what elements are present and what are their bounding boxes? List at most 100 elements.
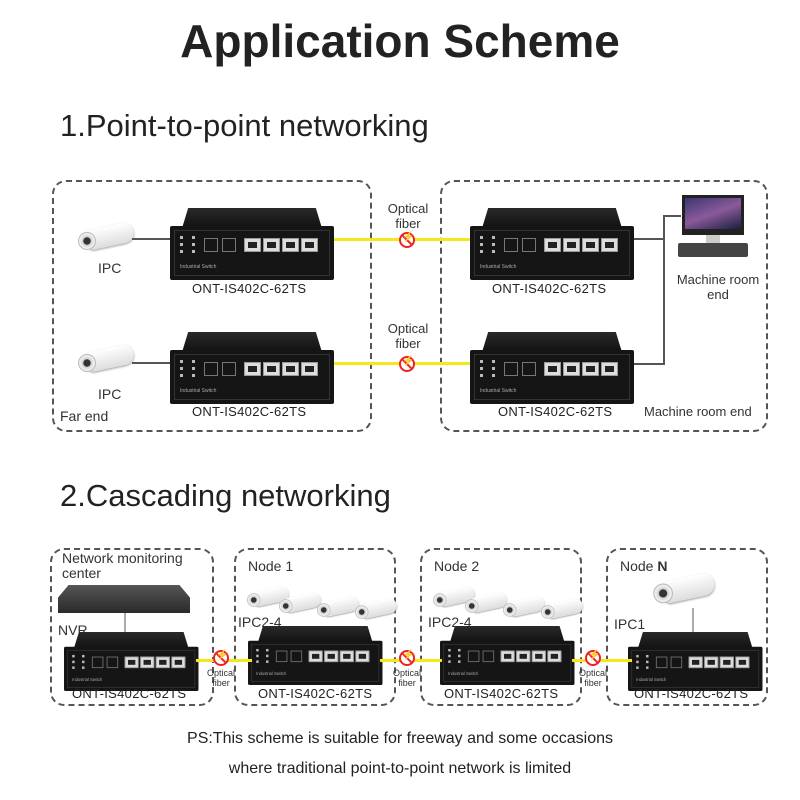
- status-led: [636, 666, 639, 669]
- ipc-camera-icon: [651, 571, 717, 606]
- rj45-port: [601, 238, 618, 252]
- no-fiber-break-icon: [585, 650, 601, 666]
- status-led: [192, 360, 195, 363]
- sfp-port: [504, 238, 518, 252]
- status-led: [448, 648, 451, 652]
- fiber-label-line1: Optical: [578, 668, 607, 678]
- nodeN-title: Node N: [620, 558, 667, 574]
- machine-room-label: Machine room end: [670, 272, 766, 302]
- section2-heading: 2.Cascading networking: [60, 478, 391, 513]
- machine-room-box: [440, 180, 768, 432]
- rj45-port: [282, 238, 299, 252]
- switch-face-text: Industrial Switch: [636, 677, 667, 683]
- status-led: [492, 374, 495, 377]
- status-led: [180, 250, 183, 253]
- status-led: [192, 367, 195, 370]
- ipc-camera-icon: [354, 597, 399, 621]
- switch-face-text: Industrial Switch: [480, 388, 517, 394]
- industrial-switch-nodeN: Industrial Switch: [628, 632, 763, 692]
- switch-top-panel: [257, 626, 373, 643]
- status-led: [180, 374, 183, 377]
- optical-fiber-line: [572, 659, 632, 662]
- status-led: [256, 660, 259, 663]
- monitoring-center-box: [50, 548, 214, 706]
- status-led: [192, 250, 195, 253]
- industrial-switch-center: Industrial Switch: [64, 632, 199, 692]
- fiber-label-line1: Optical: [387, 201, 429, 216]
- host-icon: [678, 243, 748, 257]
- switch-front-panel: Industrial Switch: [440, 640, 575, 686]
- switch-front-panel: Industrial Switch: [170, 350, 334, 404]
- sfp-port: [670, 656, 683, 669]
- status-led: [266, 660, 269, 663]
- switch-model-label: ONT-IS402C-62TS: [634, 686, 749, 701]
- switch-front-panel: Industrial Switch: [628, 646, 763, 692]
- rj45-port: [308, 650, 323, 663]
- ipc1-label: IPC1: [614, 616, 646, 632]
- page-title: Application Scheme: [180, 15, 620, 67]
- switch-top-panel: [449, 626, 565, 643]
- rj45-port: [324, 650, 339, 663]
- sfp-port: [204, 238, 218, 252]
- switch-face-text: Industrial Switch: [180, 264, 217, 270]
- rj45-port: [244, 238, 261, 252]
- rj45-port: [719, 656, 734, 669]
- sfp-port: [290, 650, 303, 663]
- ipc-camera-icon: [246, 585, 291, 609]
- ipc-camera-icon: [432, 585, 477, 609]
- sfp-port: [482, 650, 495, 663]
- no-fiber-break-icon: [399, 232, 415, 248]
- status-led: [82, 660, 85, 664]
- status-led: [72, 660, 75, 664]
- ethernet-cable: [634, 363, 665, 365]
- rj45-port: [688, 656, 703, 669]
- rj45-port: [704, 656, 719, 669]
- status-led: [480, 367, 483, 370]
- switch-top-panel: [182, 208, 322, 228]
- switch-face-text: Industrial Switch: [180, 388, 217, 394]
- switch-model-label: ONT-IS402C-62TS: [498, 404, 613, 419]
- rj45-port: [124, 656, 139, 669]
- ipc-camera-icon: [316, 595, 361, 619]
- fiber-label-line2: fiber: [398, 678, 416, 688]
- rj45-port: [547, 650, 562, 663]
- fiber-label-line2: fiber: [212, 678, 230, 688]
- switch-model-label: ONT-IS402C-62TS: [492, 281, 607, 296]
- status-led: [492, 367, 495, 370]
- switch-front-panel: Industrial Switch: [248, 640, 383, 686]
- status-led: [458, 654, 461, 658]
- switch-top-panel: [182, 332, 322, 352]
- fiber-label-line2: fiber: [395, 216, 421, 231]
- ipc-camera-icon: [76, 221, 136, 252]
- status-led: [646, 660, 649, 664]
- monitor-icon: [682, 195, 744, 235]
- sfp-port: [222, 238, 236, 252]
- ipc-camera-icon: [76, 343, 136, 374]
- status-led: [480, 250, 483, 253]
- status-led: [180, 243, 183, 246]
- sfp-port: [467, 650, 480, 663]
- industrial-switch-far-1: Industrial Switch: [170, 208, 334, 280]
- rj45-port: [171, 656, 186, 669]
- switch-model-label: ONT-IS402C-62TS: [258, 686, 373, 701]
- nodeN-box: [606, 548, 768, 706]
- ethernet-cable: [132, 362, 172, 364]
- switch-top-panel: [637, 632, 753, 649]
- far-end-box: [52, 180, 372, 432]
- nvr-device-icon: [58, 585, 190, 613]
- nodeN-title-text: Node: [620, 558, 658, 574]
- status-led: [458, 648, 461, 652]
- ethernet-cable: [124, 613, 126, 633]
- sfp-port: [504, 362, 518, 376]
- status-led: [266, 654, 269, 658]
- switch-front-panel: Industrial Switch: [170, 226, 334, 280]
- node1-box: [234, 548, 396, 706]
- switch-model-label: ONT-IS402C-62TS: [444, 686, 559, 701]
- monitoring-center-title: Network monitoring center: [62, 551, 183, 581]
- ethernet-cable: [663, 215, 665, 365]
- rj45-port: [582, 238, 599, 252]
- ipc-label: IPC: [98, 386, 122, 402]
